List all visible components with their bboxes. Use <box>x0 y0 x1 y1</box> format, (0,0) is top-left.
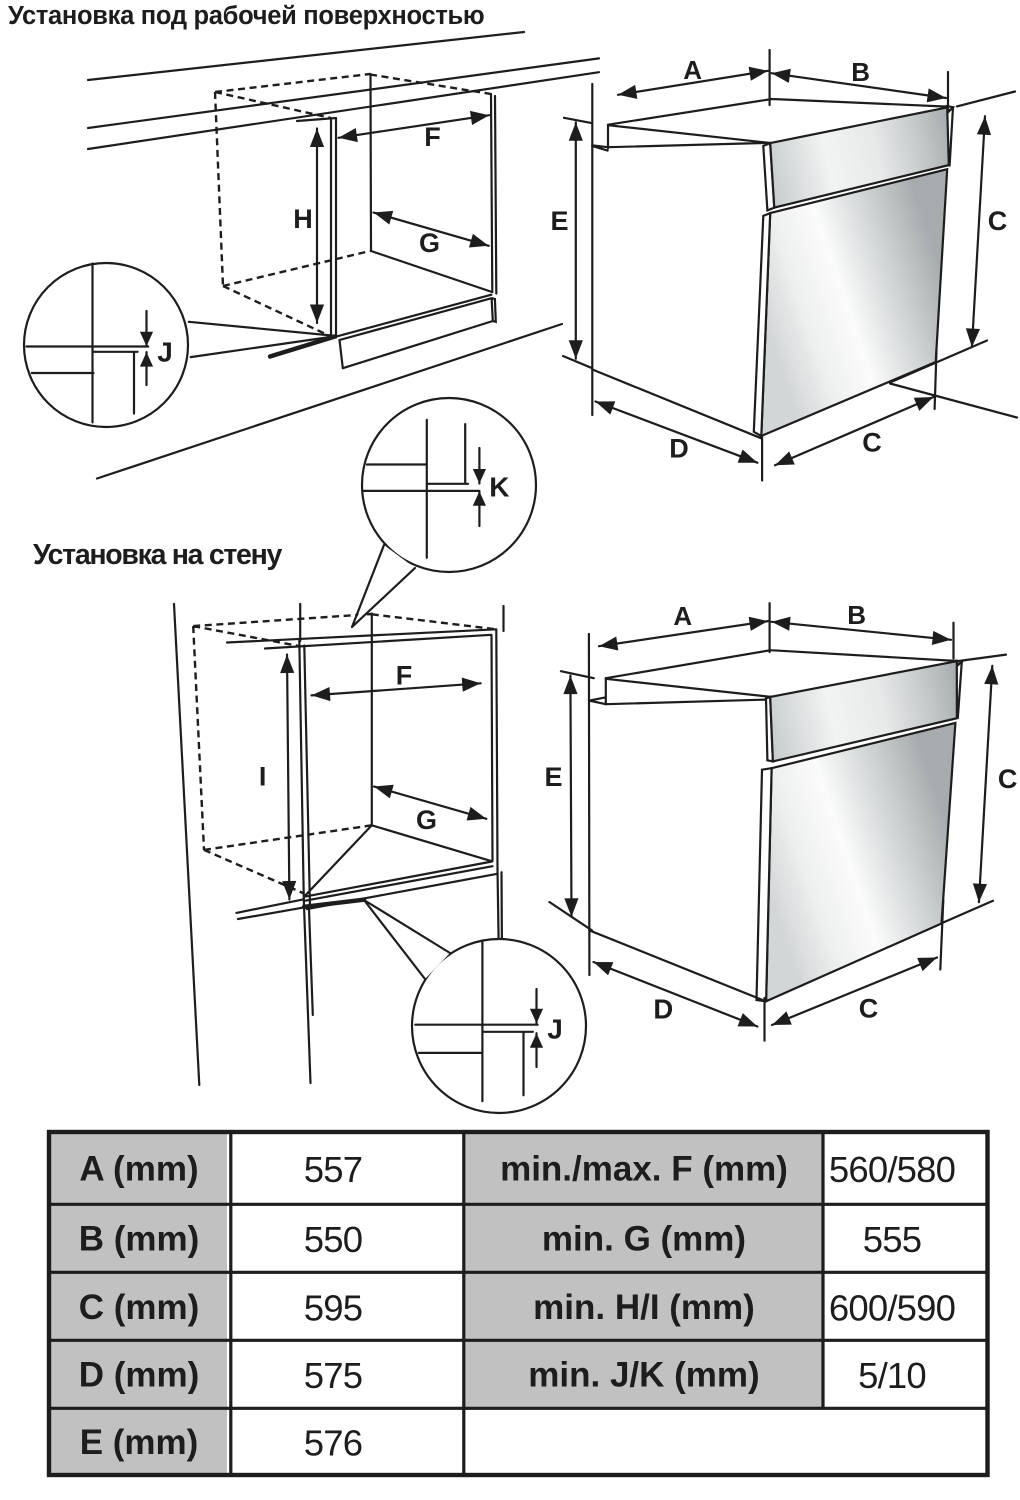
svg-text:550: 550 <box>304 1219 363 1260</box>
svg-text:B: B <box>847 600 866 630</box>
svg-text:E: E <box>545 762 563 792</box>
svg-text:I: I <box>259 761 267 791</box>
svg-text:G: G <box>416 805 437 835</box>
svg-text:C (mm): C (mm) <box>79 1288 200 1327</box>
svg-text:C: C <box>998 764 1018 794</box>
svg-text:min. J/K (mm): min. J/K (mm) <box>528 1356 759 1395</box>
svg-text:D: D <box>669 434 689 464</box>
svg-text:E (mm): E (mm) <box>80 1423 199 1462</box>
svg-text:K: K <box>489 472 509 503</box>
svg-text:560/580: 560/580 <box>829 1149 955 1190</box>
svg-text:A: A <box>683 55 702 85</box>
svg-text:D (mm): D (mm) <box>79 1356 200 1395</box>
svg-text:B: B <box>851 57 870 87</box>
svg-text:C: C <box>988 206 1008 236</box>
svg-text:555: 555 <box>863 1219 922 1260</box>
svg-text:F: F <box>424 122 441 152</box>
svg-text:E: E <box>551 206 569 236</box>
svg-text:575: 575 <box>304 1355 363 1396</box>
svg-text:min. H/I (mm): min. H/I (mm) <box>533 1288 755 1327</box>
svg-text:Установка на стену: Установка на стену <box>33 539 283 571</box>
svg-text:min./max. F (mm): min./max. F (mm) <box>500 1150 788 1189</box>
svg-text:G: G <box>419 228 440 258</box>
svg-text:min. G (mm): min. G (mm) <box>542 1220 746 1259</box>
svg-text:C: C <box>859 994 879 1024</box>
svg-text:600/590: 600/590 <box>829 1288 955 1329</box>
svg-text:C: C <box>862 427 882 457</box>
svg-text:J: J <box>547 1014 563 1045</box>
svg-text:5/10: 5/10 <box>858 1355 926 1396</box>
svg-text:J: J <box>157 337 173 368</box>
svg-text:H: H <box>293 204 313 234</box>
svg-text:F: F <box>396 661 413 691</box>
svg-text:595: 595 <box>304 1288 363 1329</box>
svg-text:D: D <box>653 994 673 1025</box>
svg-text:576: 576 <box>304 1423 363 1464</box>
svg-text:A (mm): A (mm) <box>79 1150 198 1189</box>
svg-text:B (mm): B (mm) <box>79 1220 200 1259</box>
svg-text:557: 557 <box>304 1149 363 1190</box>
svg-text:A: A <box>673 601 692 631</box>
svg-text:Установка под рабочей поверхно: Установка под рабочей поверхностью <box>8 2 484 30</box>
